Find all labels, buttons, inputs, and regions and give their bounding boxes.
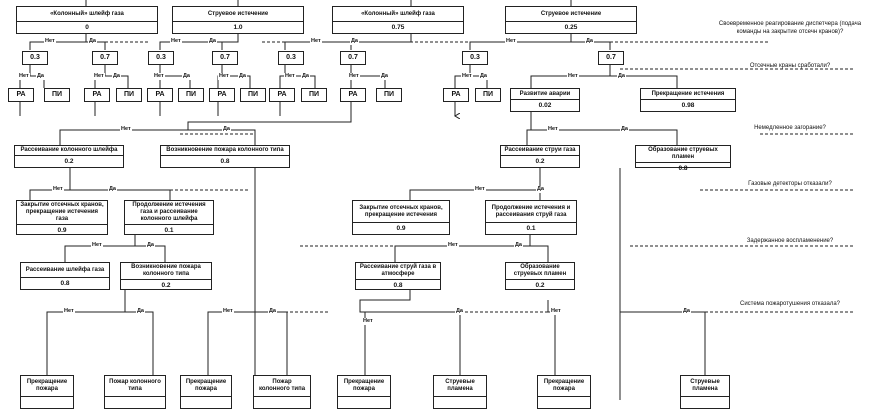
branch-no-label: Нет xyxy=(567,73,579,80)
outcome-ra: РА xyxy=(209,88,235,102)
outcome-pi: ПИ xyxy=(116,88,142,102)
branch-no-label: Нет xyxy=(547,126,559,133)
node-final-fire-stop: Прекращение пожара xyxy=(537,375,591,409)
node-valves-close-stop-outflow: Закрытие отсечных кранов, прекращение ис… xyxy=(352,200,450,235)
branch-yes-label: Да xyxy=(108,186,117,193)
node-final-jet-flame: Струевые пламена xyxy=(680,375,730,409)
branch-yes-label: Да xyxy=(479,73,488,80)
branch-no-label: Нет xyxy=(474,186,486,193)
branch-no-label: Нет xyxy=(153,73,165,80)
branch-no-label: Нет xyxy=(218,73,230,80)
node-final-fire-stop: Прекращение пожара xyxy=(180,375,232,409)
branch-yes-label: Да xyxy=(350,38,359,45)
branch-yes-label: Да xyxy=(620,126,629,133)
prob-box: 0.7 xyxy=(598,51,624,65)
branch-yes-label: Да xyxy=(585,38,594,45)
prob-box: 0.3 xyxy=(22,51,48,65)
outcome-pi: ПИ xyxy=(240,88,266,102)
branch-no-label: Нет xyxy=(284,73,296,80)
branch-yes-label: Да xyxy=(536,186,545,193)
node-continued-outflow-column: Продолжение истечения газа и рассеивание… xyxy=(124,200,214,235)
branch-no-label: Нет xyxy=(63,308,75,315)
branch-yes-label: Да xyxy=(682,308,691,315)
outcome-ra: РА xyxy=(8,88,34,102)
node-final-column-fire: Пожар колонного типа xyxy=(104,375,166,409)
branch-yes-label: Да xyxy=(136,308,145,315)
branch-yes-label: Да xyxy=(88,38,97,45)
question-immediate-ignition: Немедленное загорание? xyxy=(754,125,826,131)
branch-yes-label: Да xyxy=(112,73,121,80)
branch-yes-label: Да xyxy=(146,242,155,249)
branch-yes-label: Да xyxy=(455,308,464,315)
outcome-pi: ПИ xyxy=(44,88,70,102)
branch-no-label: Нет xyxy=(310,38,322,45)
question-delayed-ignition: Задержанное воспламенение? xyxy=(746,238,834,244)
outcome-pi: ПИ xyxy=(301,88,327,102)
branch-no-label: Нет xyxy=(52,186,64,193)
branch-yes-label: Да xyxy=(380,73,389,80)
branch-no-label: Нет xyxy=(550,308,562,315)
outcome-ra: РА xyxy=(147,88,173,102)
branch-no-label: Нет xyxy=(348,73,360,80)
question-dispatcher-response: Своевременное реагирование диспетчера (п… xyxy=(718,21,862,35)
outcome-ra: РА xyxy=(269,88,295,102)
node-final-fire-stop: Прекращение пожара xyxy=(20,375,74,409)
branch-yes-label: Да xyxy=(268,308,277,315)
branch-no-label: Нет xyxy=(447,242,459,249)
prob-box: 0.3 xyxy=(148,51,174,65)
branch-yes-label: Да xyxy=(301,73,310,80)
node-final-jet-flame: Струевые пламена xyxy=(433,375,487,409)
node-continued-outflow-jet: Продолжение истечения и рассеивания стру… xyxy=(485,200,577,235)
branch-no-label: Нет xyxy=(18,73,30,80)
prob-box: 0.7 xyxy=(212,51,238,65)
node-valves-close-stop-gas: Закрытие отсечных кранов, прекращение ис… xyxy=(16,200,108,235)
branch-no-label: Нет xyxy=(461,73,473,80)
node-final-column-fire: Пожар колонного типа xyxy=(253,375,311,409)
outcome-ra: РА xyxy=(340,88,366,102)
prob-box: 0.3 xyxy=(462,51,488,65)
branch-no-label: Нет xyxy=(120,126,132,133)
branch-yes-label: Да xyxy=(222,126,231,133)
prob-box: 0.7 xyxy=(340,51,366,65)
branch-yes-label: Да xyxy=(514,242,523,249)
outcome-pi: ПИ xyxy=(376,88,402,102)
branch-no-label: Нет xyxy=(222,308,234,315)
node-final-fire-stop: Прекращение пожара xyxy=(337,375,391,409)
question-valves-worked: Отсечные краны сработали? xyxy=(749,63,831,69)
branch-yes-label: Да xyxy=(36,73,45,80)
outcome-ra: РА xyxy=(84,88,110,102)
branch-yes-label: Да xyxy=(182,73,191,80)
branch-no-label: Нет xyxy=(93,73,105,80)
outcome-ra: РА xyxy=(443,88,469,102)
branch-yes-label: Да xyxy=(617,73,626,80)
branch-yes-label: Да xyxy=(238,73,247,80)
branch-yes-label: Да xyxy=(208,38,217,45)
question-fire-suppression-failed: Система пожаротушения отказала? xyxy=(739,301,841,307)
branch-no-label: Нет xyxy=(91,242,103,249)
branch-no-label: Нет xyxy=(44,38,56,45)
outcome-pi: ПИ xyxy=(178,88,204,102)
question-gas-detectors-failed: Газовые детекторы отказали? xyxy=(748,181,832,187)
branch-no-label: Нет xyxy=(362,318,374,325)
outcome-pi: ПИ xyxy=(475,88,501,102)
prob-box: 0.7 xyxy=(92,51,118,65)
branch-no-label: Нет xyxy=(505,38,517,45)
branch-no-label: Нет xyxy=(170,38,182,45)
prob-box: 0.3 xyxy=(278,51,304,65)
